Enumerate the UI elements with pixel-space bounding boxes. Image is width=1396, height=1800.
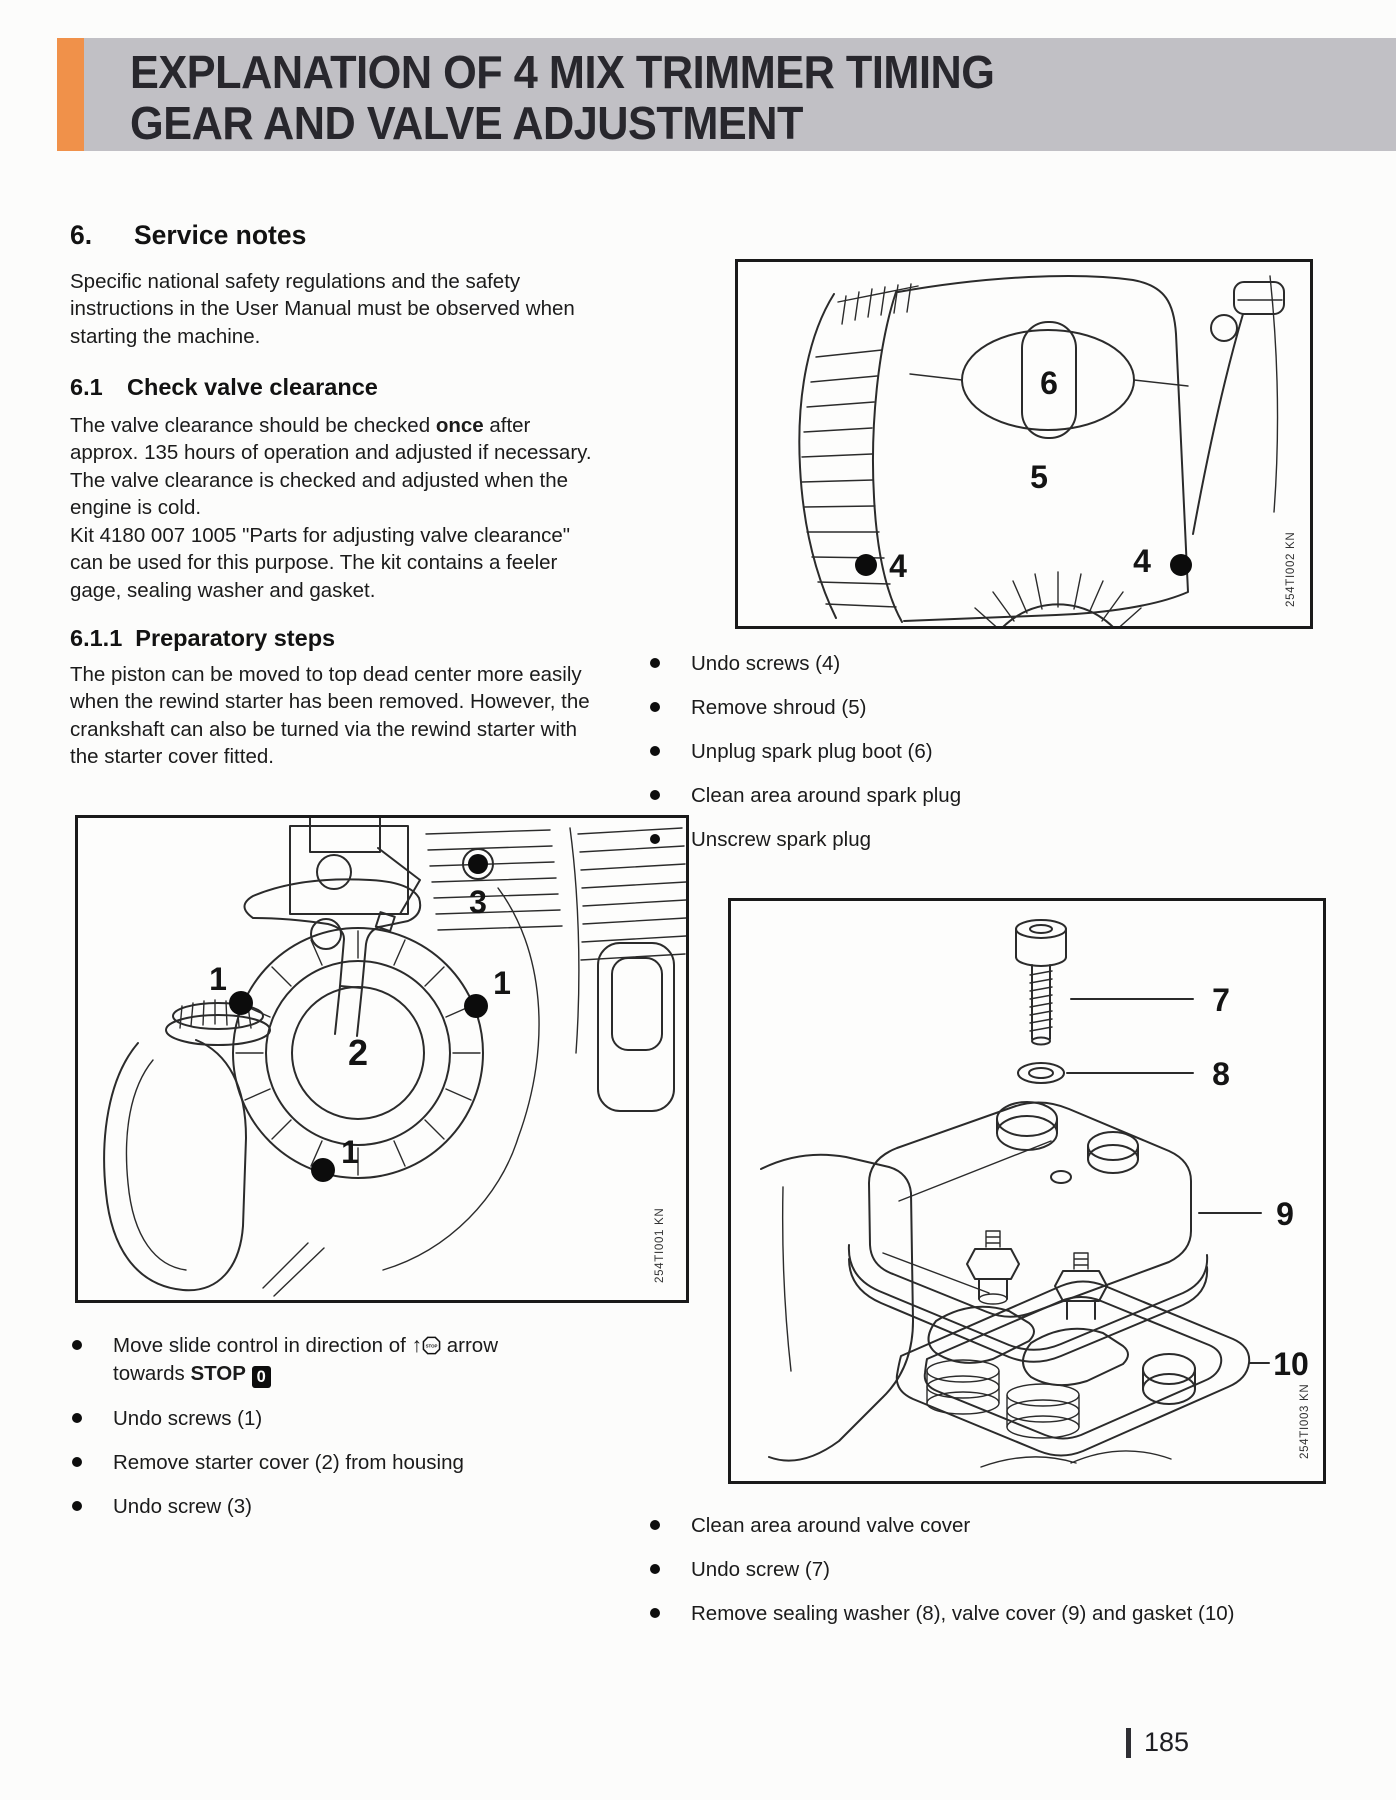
stop-position-zero-icon: 0 bbox=[251, 1365, 271, 1388]
section-heading-check-valve: 6.1 Check valve clearance bbox=[70, 374, 378, 401]
list-item-text: Remove shroud (5) bbox=[691, 696, 867, 720]
callout-9: 9 bbox=[1276, 1196, 1294, 1232]
callout-1-right: 1 bbox=[493, 965, 511, 1001]
callout-4-right: 4 bbox=[1133, 543, 1151, 579]
page-header: EXPLANATION OF 4 MIX TRIMMER TIMING GEAR… bbox=[57, 38, 1396, 151]
figure-valve-cover: 7 8 9 bbox=[728, 898, 1326, 1484]
list-item-text: Remove sealing washer (8), valve cover (… bbox=[691, 1602, 1235, 1626]
bullet-icon bbox=[650, 658, 660, 668]
section-title: Preparatory steps bbox=[135, 625, 336, 651]
callout-4-left: 4 bbox=[889, 548, 907, 584]
list-item-text: Clean area around valve cover bbox=[691, 1514, 971, 1537]
section-number: 6. bbox=[70, 220, 93, 250]
callout-7: 7 bbox=[1212, 982, 1230, 1018]
section-title: Service notes bbox=[134, 220, 307, 250]
rewind-starter-drawing: 3 1 1 1 2 254TI001 KN bbox=[103, 811, 687, 1297]
list-item: Unscrew spark plug bbox=[648, 826, 1248, 853]
section-heading-preparatory: 6.1.1 Preparatory steps bbox=[70, 625, 335, 652]
list-item-text: Undo screws (1) bbox=[113, 1406, 263, 1430]
check-valve-text-post: after approx. 135 hours of operation and… bbox=[70, 414, 592, 602]
page-title: EXPLANATION OF 4 MIX TRIMMER TIMING GEAR… bbox=[84, 38, 995, 151]
callout-2: 2 bbox=[348, 1032, 368, 1073]
check-valve-paragraph: The valve clearance should be checked on… bbox=[70, 412, 598, 604]
list-item: Undo screw (3) bbox=[70, 1493, 615, 1520]
section-number: 6.1 bbox=[70, 374, 103, 400]
step1-line1-end: arrow bbox=[446, 1334, 499, 1357]
service-notes-paragraph: Specific national safety regulations and… bbox=[70, 270, 575, 348]
bullet-icon bbox=[72, 1340, 82, 1350]
list-item: Unplug spark plug boot (6) bbox=[648, 738, 1248, 765]
figure-code: 254TI002 KN bbox=[1285, 532, 1297, 607]
figure-rewind-starter: 3 1 1 1 2 254TI001 KN bbox=[75, 811, 689, 1303]
starter-steps-list: Move slide control in direction of ↑STOP… bbox=[70, 1332, 615, 1537]
bullet-icon bbox=[650, 790, 660, 801]
list-item: Remove shroud (5) bbox=[648, 694, 1248, 721]
callout-3: 3 bbox=[469, 884, 487, 920]
shroud-steps-list: Undo screws (4) Remove shroud (5) Unplug… bbox=[648, 650, 1248, 870]
section-title: Check valve clearance bbox=[127, 374, 378, 400]
list-item: Clean area around valve cover bbox=[648, 1512, 1288, 1539]
stop-octagon-icon: STOP bbox=[422, 1336, 441, 1355]
page-title-line2: GEAR AND VALVE ADJUSTMENT bbox=[130, 97, 803, 150]
list-item-text: Unplug spark plug boot (6) bbox=[691, 740, 933, 764]
page-title-line1: EXPLANATION OF 4 MIX TRIMMER TIMING bbox=[130, 46, 995, 98]
preparatory-paragraph: The piston can be moved to top dead cent… bbox=[70, 663, 590, 769]
list-item: Clean area around spark plug bbox=[648, 782, 1248, 809]
section-heading-service-notes: 6. Service notes bbox=[70, 220, 306, 251]
stop-label: STOP bbox=[190, 1361, 246, 1385]
list-item: Remove sealing washer (8), valve cover (… bbox=[648, 1600, 1288, 1627]
callout-8: 8 bbox=[1212, 1056, 1230, 1092]
bullet-icon bbox=[72, 1456, 82, 1467]
page-footer: 185 bbox=[1126, 1727, 1189, 1758]
check-valve-text-pre: The valve clearance should be checked bbox=[70, 414, 436, 437]
list-item-text: Unscrew spark plug bbox=[691, 828, 872, 852]
callout-1-bottom: 1 bbox=[341, 1134, 359, 1170]
figure-code: 254TI001 KN bbox=[654, 1208, 666, 1283]
callout-5: 5 bbox=[1030, 459, 1048, 495]
list-item-text: Clean area around spark plug bbox=[691, 784, 962, 808]
figure-code: 254TI003 KN bbox=[1299, 1384, 1311, 1459]
bullet-icon bbox=[650, 1608, 660, 1619]
orange-accent-bar bbox=[57, 38, 84, 151]
list-item: Undo screws (4) bbox=[648, 650, 1248, 677]
list-item-text: Undo screws (4) bbox=[691, 652, 841, 675]
check-valve-text-bold: once bbox=[435, 414, 484, 437]
list-item-text: Remove starter cover (2) from housing bbox=[113, 1450, 464, 1474]
page-number-bar bbox=[1126, 1727, 1131, 1758]
step1-line2-start: towards bbox=[113, 1361, 185, 1385]
list-item-text: Move slide control in direction of ↑STOP… bbox=[113, 1332, 498, 1388]
section-number: 6.1.1 bbox=[70, 625, 123, 651]
step1-pre: Move slide control in direction of bbox=[113, 1334, 406, 1357]
list-item: Undo screws (1) bbox=[70, 1405, 615, 1432]
bullet-icon bbox=[650, 1564, 660, 1575]
bullet-icon bbox=[650, 702, 660, 713]
page-number: 185 bbox=[1144, 1727, 1190, 1757]
up-arrow-icon: ↑ bbox=[411, 1334, 423, 1357]
svg-text:STOP: STOP bbox=[426, 1344, 438, 1349]
callout-1-left: 1 bbox=[209, 961, 227, 997]
valve-steps-list: Clean area around valve cover Undo screw… bbox=[648, 1512, 1288, 1644]
valve-cover-drawing: 7 8 9 bbox=[760, 919, 1311, 1468]
figure-shroud: 6 5 4 4 254TI002 KN bbox=[735, 259, 1313, 647]
list-item: Remove starter cover (2) from housing bbox=[70, 1449, 615, 1476]
bullet-icon bbox=[72, 1412, 82, 1423]
list-item: Undo screw (7) bbox=[648, 1556, 1288, 1583]
shroud-drawing: 6 5 4 4 254TI002 KN bbox=[798, 275, 1297, 647]
bullet-icon bbox=[650, 834, 660, 845]
bullet-icon bbox=[72, 1500, 82, 1511]
callout-10: 10 bbox=[1273, 1346, 1309, 1382]
list-item-text: Undo screw (3) bbox=[113, 1494, 252, 1518]
list-item-text: Undo screw (7) bbox=[691, 1558, 830, 1582]
callout-6: 6 bbox=[1040, 365, 1058, 401]
bullet-icon bbox=[650, 1520, 660, 1530]
list-item: Move slide control in direction of ↑STOP… bbox=[70, 1332, 615, 1388]
bullet-icon bbox=[650, 746, 660, 757]
